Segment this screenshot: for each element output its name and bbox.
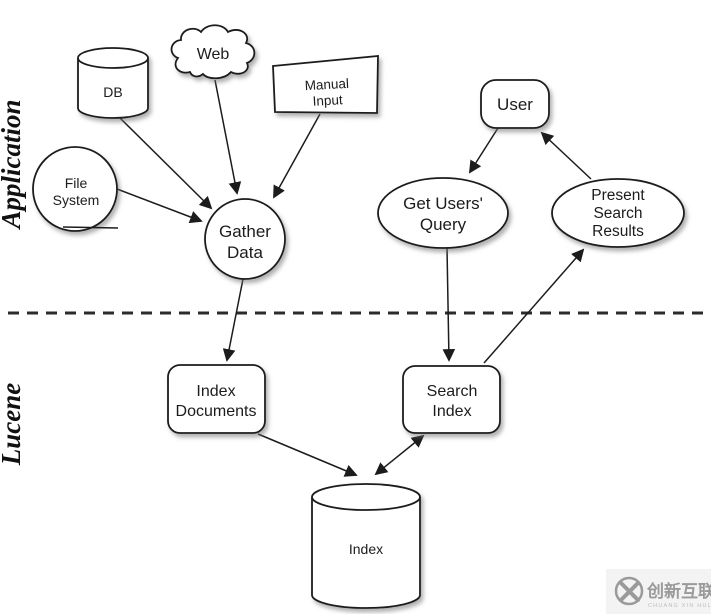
- watermark-logo-x-icon: [619, 581, 640, 602]
- node-index-documents-label-line2: Documents: [176, 403, 257, 420]
- node-user: User: [480, 79, 550, 129]
- node-manual-input: Manual Input: [272, 55, 379, 114]
- node-index-store: Index: [311, 483, 421, 609]
- file-system-circle-shape: [32, 146, 118, 232]
- edge-user-to-get-users-query: [468, 127, 499, 174]
- node-get-users-query: Get Users' Query: [377, 177, 509, 249]
- file-system-underline: [62, 226, 119, 229]
- watermark-subtext: CHUANG XIN HULIAN: [648, 603, 711, 609]
- edge-db-to-gather-data: [117, 115, 213, 210]
- edge-search-index-to-present-search-results: [483, 248, 585, 364]
- present-search-results-ellipse-shape: [551, 178, 685, 248]
- node-gather-data-label-line1: Gather: [219, 222, 271, 241]
- gather-data-circle-shape: [204, 198, 286, 280]
- db-cylinder-top: [77, 47, 149, 69]
- node-present-search-results-label-line3: Results: [592, 223, 644, 240]
- node-manual-input-label-line1: Manual: [304, 76, 349, 93]
- node-get-users-query-label-line1: Get Users': [403, 194, 483, 213]
- node-present-search-results-label-line1: Present: [591, 187, 645, 204]
- section-label-application: Application: [0, 99, 26, 230]
- node-gather-data: Gather Data: [204, 198, 286, 280]
- watermark: 创新互联 CHUANG XIN HULIAN: [606, 569, 711, 614]
- node-web: Web: [170, 24, 256, 80]
- node-index-documents-label-line1: Index: [196, 383, 235, 400]
- web-cloud-shape: [170, 24, 256, 80]
- node-file-system-label-line2: System: [53, 192, 100, 208]
- edge-search-index-index-store-bidirectional: [374, 434, 425, 476]
- node-search-index: Search Index: [402, 365, 501, 434]
- node-search-index-label-line2: Index: [432, 403, 471, 420]
- edge-file-system-to-gather-data: [116, 188, 203, 224]
- node-present-search-results: Present Search Results: [551, 178, 685, 248]
- node-index-documents: Index Documents: [167, 364, 266, 434]
- node-db: DB: [77, 47, 149, 119]
- node-web-label: Web: [197, 46, 230, 63]
- node-db-label: DB: [103, 84, 122, 100]
- node-file-system: File System: [32, 146, 119, 232]
- node-index-store-label: Index: [349, 541, 383, 557]
- node-manual-input-label-line2: Input: [312, 92, 343, 109]
- user-box-shape: [480, 79, 550, 129]
- node-present-search-results-label-line2: Search: [593, 205, 642, 222]
- index-store-cylinder-top: [311, 483, 421, 511]
- node-search-index-label-line1: Search: [427, 383, 478, 400]
- node-get-users-query-label-line2: Query: [420, 215, 467, 234]
- section-label-lucene: Lucene: [0, 383, 26, 466]
- edge-get-users-query-to-search-index: [442, 247, 456, 362]
- edges: [116, 79, 592, 477]
- get-users-query-ellipse-shape: [377, 177, 509, 249]
- watermark-background: [606, 569, 711, 614]
- watermark-brand-text: 创新互联: [646, 581, 711, 601]
- watermark-logo-icon: [614, 576, 644, 606]
- index-documents-box-shape: [167, 364, 266, 434]
- edge-gather-data-to-index-documents: [222, 278, 244, 362]
- edge-index-documents-to-index-store: [257, 433, 358, 477]
- db-cylinder-body: [77, 58, 149, 119]
- node-gather-data-label-line2: Data: [227, 243, 263, 262]
- edge-manual-input-to-gather-data: [273, 113, 321, 199]
- edge-present-search-results-to-user: [540, 131, 592, 180]
- index-store-cylinder-body: [311, 497, 421, 609]
- node-user-label: User: [497, 95, 533, 114]
- manual-input-box-shape: [272, 55, 379, 114]
- node-file-system-label-line1: File: [65, 175, 88, 191]
- edge-web-to-gather-data: [214, 79, 242, 195]
- search-index-box-shape: [402, 365, 501, 434]
